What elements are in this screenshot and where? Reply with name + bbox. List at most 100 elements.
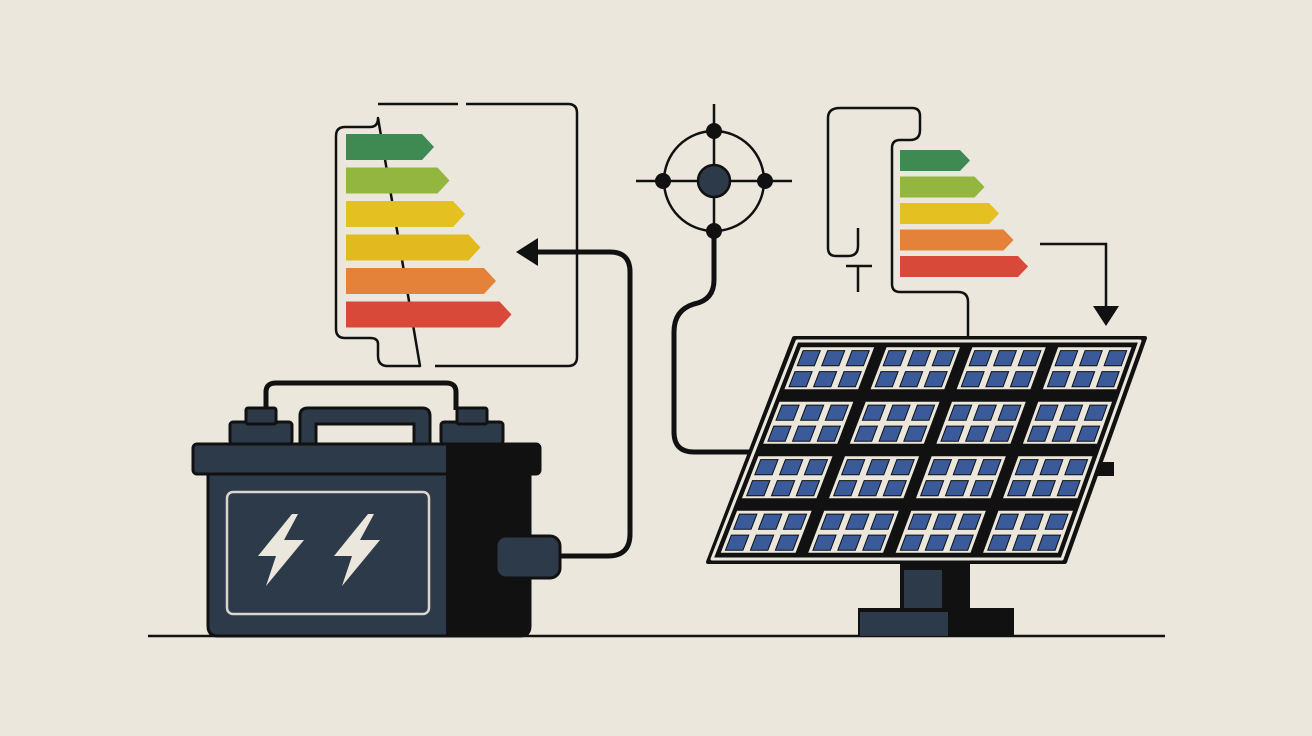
rating-bar <box>900 150 970 171</box>
solar-cell <box>775 404 800 421</box>
solar-cell <box>989 425 1014 442</box>
solar-cell <box>948 404 973 421</box>
solar-cell <box>824 404 850 421</box>
rating-bar <box>346 134 434 160</box>
solar-cell <box>861 404 887 421</box>
solar-cell <box>840 459 866 476</box>
solar-cell <box>1103 350 1128 367</box>
solar-cell <box>821 350 846 367</box>
solar-cell <box>874 371 899 388</box>
solar-cell <box>837 371 862 388</box>
crosshair-node-icon <box>636 104 792 239</box>
solar-cell <box>869 513 895 530</box>
solar-cell <box>812 534 837 551</box>
arrow-left-icon <box>516 238 538 266</box>
solar-cell <box>774 534 800 551</box>
solar-cell <box>754 459 779 476</box>
solar-cell <box>749 534 775 551</box>
solar-cell <box>845 513 870 530</box>
solar-cell <box>782 513 808 530</box>
solar-cell <box>1017 350 1042 367</box>
cable-hub-to-solar <box>671 229 765 455</box>
solar-cell <box>899 371 924 388</box>
solar-cell <box>1078 350 1103 367</box>
solar-cell <box>927 459 953 476</box>
solar-cell <box>1009 371 1034 388</box>
solar-cell <box>796 350 821 367</box>
solar-cell <box>1011 534 1037 551</box>
solar-cell <box>1056 480 1081 497</box>
solar-cell <box>957 513 982 530</box>
solar-cell <box>969 480 994 497</box>
solar-cell <box>907 513 932 530</box>
solar-cell <box>992 350 1018 367</box>
solar-cell <box>985 371 1010 388</box>
solar-cell <box>1076 425 1101 442</box>
solar-cell <box>788 371 813 388</box>
solar-cell <box>882 480 908 497</box>
solar-cell <box>899 534 925 551</box>
rating-bar <box>900 229 1014 251</box>
solar-cell <box>1071 371 1096 388</box>
solar-panel-icon <box>706 336 1147 636</box>
solar-cell <box>757 513 783 530</box>
solar-cell <box>1019 513 1044 530</box>
solar-cell <box>1051 425 1076 442</box>
solar-cell <box>1006 480 1032 497</box>
solar-cell <box>862 534 887 551</box>
solar-cell <box>932 513 957 530</box>
solar-cell <box>799 404 825 421</box>
solar-cell <box>857 480 883 497</box>
solar-cell <box>820 513 845 530</box>
solar-cell <box>1039 459 1064 476</box>
solar-cell <box>795 480 821 497</box>
solar-cell <box>1059 404 1084 421</box>
solar-cell <box>903 425 928 442</box>
solar-cell <box>791 425 817 442</box>
cable-battery-to-rating <box>527 249 633 559</box>
rating-bar <box>346 167 450 194</box>
solar-cell <box>964 425 990 442</box>
solar-cell <box>853 425 879 442</box>
solar-cell <box>944 480 970 497</box>
energy-rating-bars-icon <box>900 150 1028 277</box>
solar-cell <box>865 459 891 476</box>
solar-cell <box>994 513 1020 530</box>
solar-cell <box>906 350 932 367</box>
lightning-bolt-icon <box>258 514 304 586</box>
rating-bar <box>900 176 985 198</box>
solar-cell <box>987 534 1012 551</box>
solar-cell <box>1095 371 1120 388</box>
car-battery-icon <box>191 380 562 638</box>
rating-bar <box>346 268 496 294</box>
energy-rating-bars-icon <box>346 134 512 328</box>
solar-cell <box>1044 513 1069 530</box>
solar-cell <box>931 350 956 367</box>
solar-cell <box>812 371 838 388</box>
solar-cell <box>910 404 936 421</box>
solar-cell <box>724 534 750 551</box>
solar-cell <box>837 534 862 551</box>
rating-bar <box>346 201 465 227</box>
solar-cell <box>845 350 870 367</box>
solar-cell <box>919 480 945 497</box>
arrow-down-icon <box>1093 306 1119 326</box>
solar-cell <box>770 480 796 497</box>
solar-cell <box>1031 480 1057 497</box>
flow-arrow-down <box>1040 242 1108 312</box>
solar-cell <box>1014 459 1039 476</box>
solar-cell <box>732 513 758 530</box>
solar-cell <box>968 350 993 367</box>
solar-cell <box>1054 350 1079 367</box>
solar-cell <box>997 404 1022 421</box>
solar-cell <box>886 404 911 421</box>
solar-cell <box>816 425 842 442</box>
lightning-bolt-icon <box>334 514 380 586</box>
rating-bar <box>346 234 481 261</box>
solar-cell <box>940 425 965 442</box>
rating-bar <box>346 301 512 328</box>
solar-cell <box>1034 404 1059 421</box>
solar-cell <box>960 371 985 388</box>
solar-cell <box>882 350 907 367</box>
